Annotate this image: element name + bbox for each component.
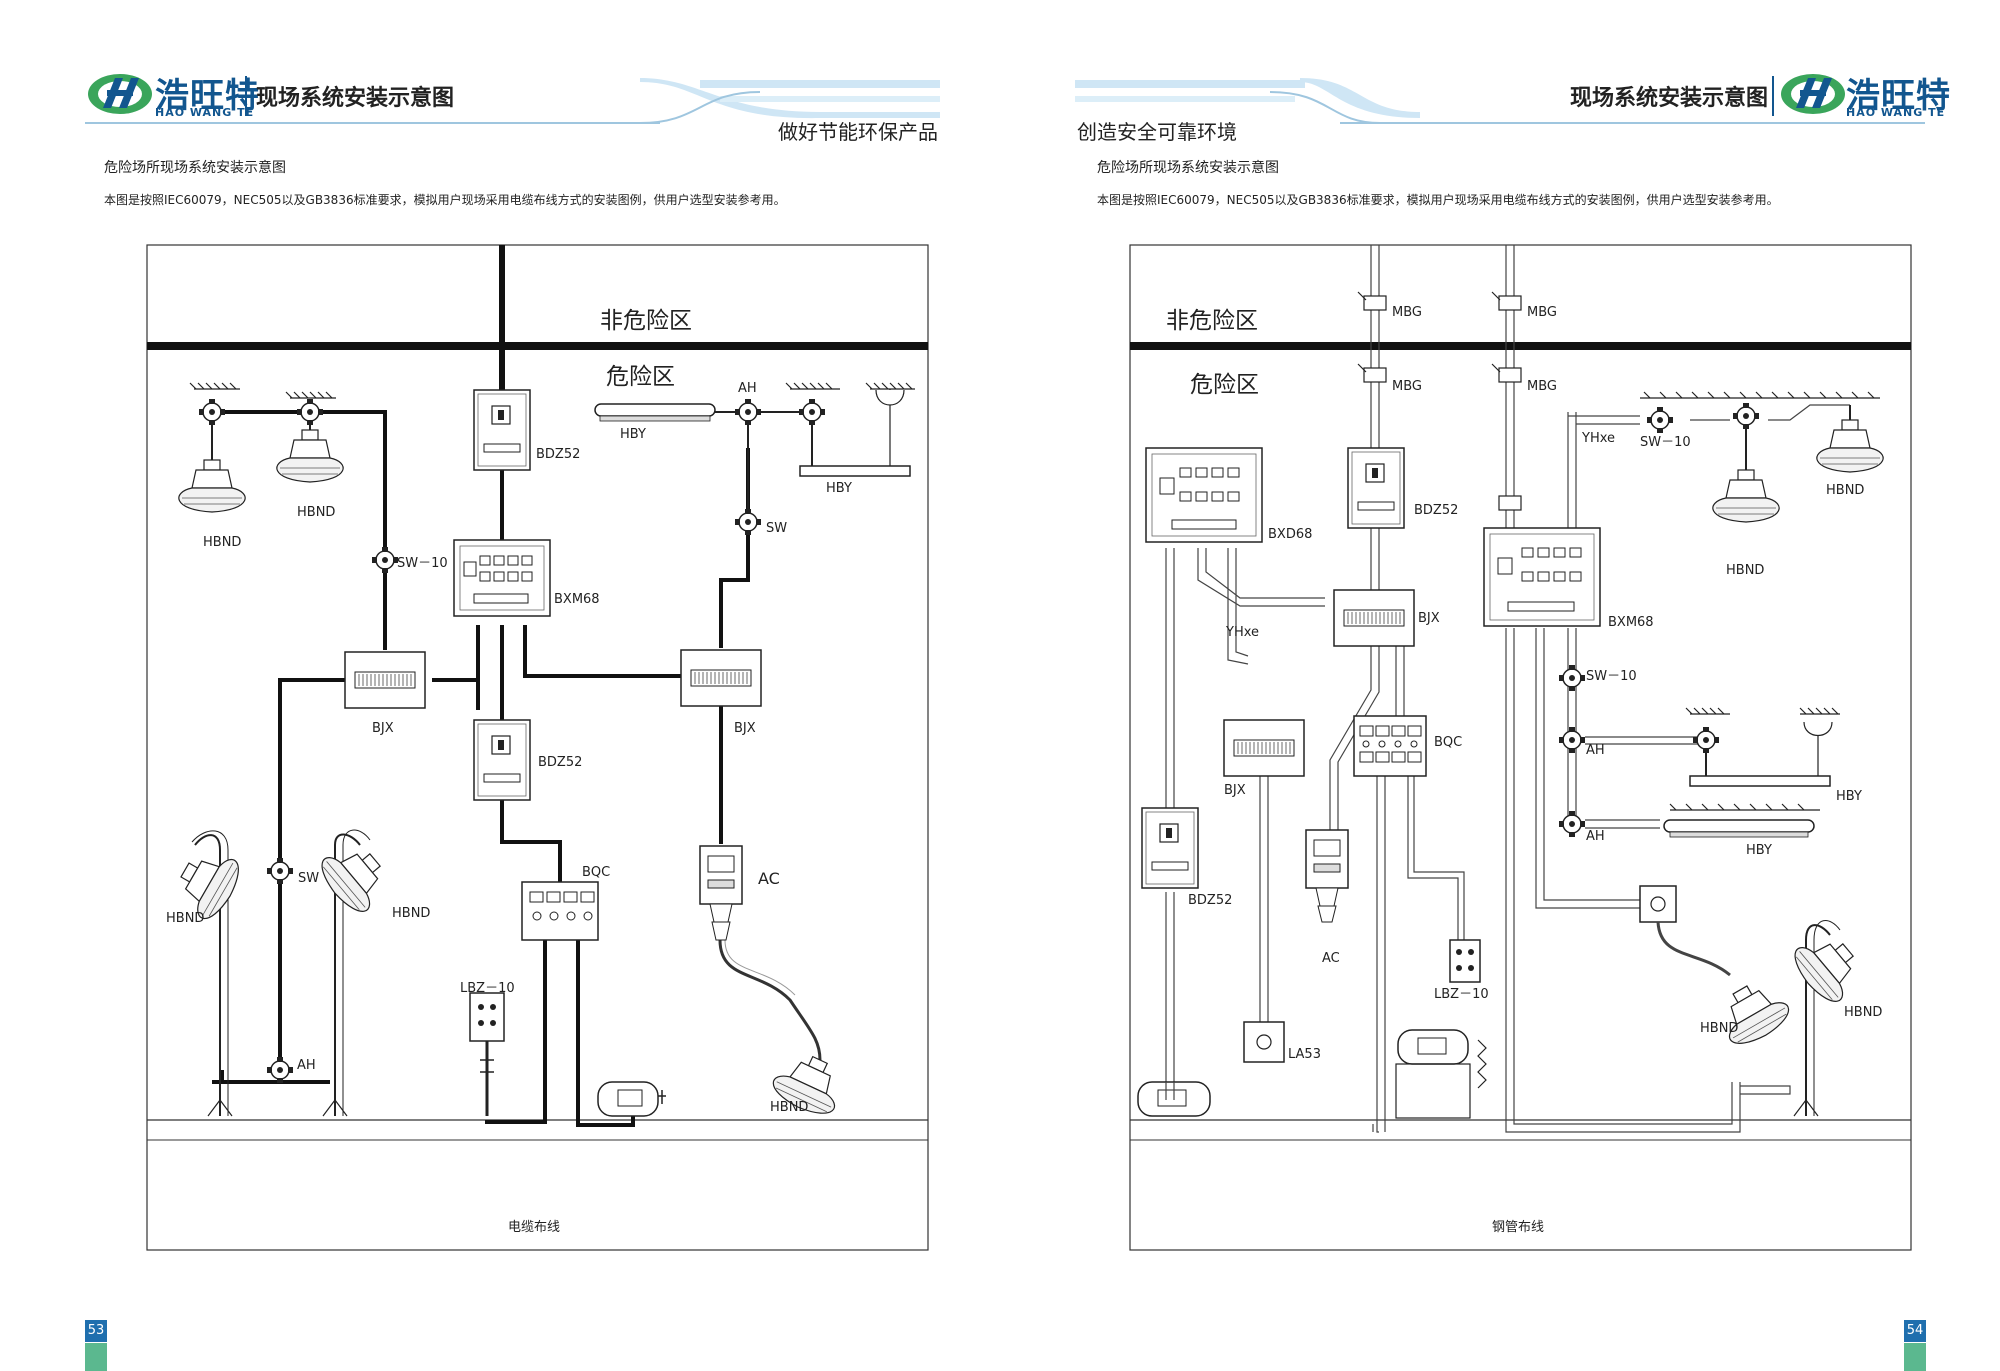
label-mbg: MBG: [1527, 379, 1557, 394]
label-ah: AH: [738, 381, 757, 396]
label-sw10: SW－10: [397, 556, 448, 571]
logo-mark-icon: [88, 74, 152, 114]
logo-mark-icon: [1781, 74, 1845, 114]
label-yhxe: YHxe: [1581, 431, 1615, 446]
label-bjx: BJX: [734, 721, 756, 736]
left-description: 本图是按照IEC60079，NEC505以及GB3836标准要求，模拟用户现场采…: [104, 193, 786, 207]
right-header-title: 现场系统安装示意图: [1570, 86, 1769, 111]
label-ac: AC: [1322, 951, 1340, 966]
label-sw: SW: [766, 521, 787, 536]
label-hbnd: HBND: [770, 1100, 808, 1115]
label-bdz52: BDZ52: [536, 447, 580, 462]
label-hbnd: HBND: [1826, 483, 1864, 498]
left-diagram: 非危险区 危险区 HBND HBND SW－10 BDZ52 BXM68 BJX…: [146, 244, 929, 1251]
right-zone-safe: 非危险区: [1166, 308, 1258, 334]
left-zone-hazard: 危险区: [606, 364, 675, 390]
label-sw10: SW－10: [1586, 669, 1637, 684]
label-hbnd: HBND: [203, 535, 241, 550]
left-zone-safe: 非危险区: [600, 308, 692, 334]
label-bdz52: BDZ52: [1414, 503, 1458, 518]
label-hby: HBY: [1746, 843, 1772, 858]
label-bxm68: BXM68: [554, 592, 600, 607]
label-hbnd: HBND: [1700, 1021, 1738, 1036]
right-footer: 钢管布线: [1492, 1220, 1544, 1235]
right-caption: 危险场所现场系统安装示意图: [1097, 160, 1279, 176]
right-page-number: 54: [1904, 1320, 1926, 1342]
left-logo-en: HAO WANG TE: [155, 106, 255, 119]
label-bxm68: BXM68: [1608, 615, 1654, 630]
label-hbnd: HBND: [166, 911, 204, 926]
left-header-title: 现场系统安装示意图: [256, 86, 455, 111]
right-zone-hazard: 危险区: [1190, 372, 1259, 398]
label-mbg: MBG: [1527, 305, 1557, 320]
left-logo-cn: 浩旺特: [155, 76, 260, 116]
label-hbnd: HBND: [1844, 1005, 1882, 1020]
right-page-bar: [1904, 1343, 1926, 1371]
right-slogan: 创造安全可靠环境: [1077, 120, 1237, 144]
right-logo-divider: [1772, 76, 1774, 116]
left-page-number: 53: [85, 1320, 107, 1342]
right-header-swoosh: [1075, 78, 1925, 124]
right-logo-cn: 浩旺特: [1846, 76, 1951, 116]
right-logo: [1778, 68, 1848, 122]
label-bqc: BQC: [582, 865, 610, 880]
label-bqc: BQC: [1434, 735, 1462, 750]
label-hbnd: HBND: [1726, 563, 1764, 578]
left-header: 浩旺特 HAO WANG TE 现场系统安装示意图 做好节能环保产品: [0, 0, 1000, 160]
left-logo-divider: [245, 76, 247, 116]
left-caption: 危险场所现场系统安装示意图: [104, 160, 286, 176]
label-ah: AH: [1586, 743, 1605, 758]
label-lbz10: LBZ－10: [1434, 987, 1489, 1002]
label-yhxe: YHxe: [1225, 625, 1259, 640]
label-mbg: MBG: [1392, 379, 1422, 394]
right-logo-en: HAO WANG TE: [1846, 106, 1946, 119]
left-page-bar: [85, 1343, 107, 1371]
label-hby: HBY: [1836, 789, 1862, 804]
label-mbg: MBG: [1392, 305, 1422, 320]
label-hby: HBY: [826, 481, 852, 496]
right-header: 现场系统安装示意图 浩旺特 HAO WANG TE 创造安全可靠环境: [1000, 0, 2000, 160]
left-logo: [85, 68, 155, 122]
left-header-swoosh: [85, 78, 940, 124]
label-ac: AC: [758, 869, 780, 888]
label-hby: HBY: [620, 427, 646, 442]
label-sw10: SW－10: [1640, 435, 1691, 450]
label-bxd68: BXD68: [1268, 527, 1312, 542]
label-bdz52: BDZ52: [1188, 893, 1232, 908]
label-bdz52: BDZ52: [538, 755, 582, 770]
left-slogan: 做好节能环保产品: [778, 120, 938, 144]
label-hbnd: HBND: [392, 906, 430, 921]
label-lbz10: LBZ－10: [460, 981, 515, 996]
left-footer: 电缆布线: [508, 1219, 560, 1235]
label-bjx: BJX: [372, 721, 394, 736]
right-description: 本图是按照IEC60079，NEC505以及GB3836标准要求，模拟用户现场采…: [1097, 193, 1779, 207]
label-hbnd: HBND: [297, 505, 335, 520]
label-la53: LA53: [1288, 1047, 1321, 1062]
label-bjx: BJX: [1418, 611, 1440, 626]
label-bjx: BJX: [1224, 783, 1246, 798]
label-ah: AH: [297, 1058, 316, 1073]
label-sw: SW: [298, 871, 319, 886]
label-ah: AH: [1586, 829, 1605, 844]
